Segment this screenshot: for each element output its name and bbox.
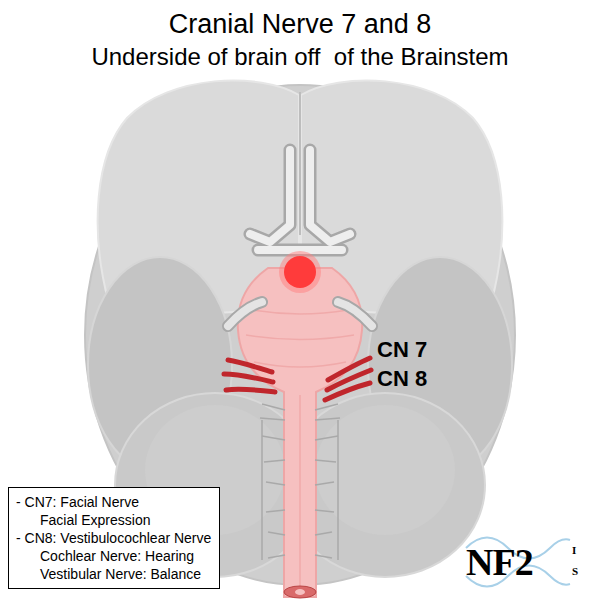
logo-dna: [466, 538, 570, 587]
nerve-label: CN 7: [377, 337, 427, 363]
legend-line: Facial Expression: [16, 511, 151, 529]
cerebellum-shade: [315, 405, 455, 535]
optic-tracts: [250, 150, 350, 250]
spinal-cord-core: [295, 589, 305, 595]
logo-text: NF2: [466, 540, 533, 584]
pons-bands: [246, 310, 354, 595]
nerve-label: CN 8: [377, 366, 427, 392]
cranial-nerve-stubs: [228, 302, 372, 326]
title: Cranial Nerve 7 and 8: [0, 9, 600, 40]
legend-line: - CN7: Facial Nerve: [16, 493, 139, 511]
legend-box: - CN7: Facial NerveFacial Expression- CN…: [8, 487, 220, 589]
cranial-nerve-7-8: [224, 358, 371, 400]
subtitle: Underside of brain off of the Brainstem: [0, 43, 600, 71]
logo-letter: S: [572, 565, 578, 577]
brainstem: [238, 268, 362, 597]
legend-line: - CN8: Vestibulocochlear Nerve: [16, 529, 211, 547]
spinal-cord-section: [284, 586, 316, 598]
lower-nerves: [260, 404, 340, 560]
legend-line: Cochlear Nerve: Hearing: [16, 547, 194, 565]
pituitary: [284, 256, 316, 288]
logo-letter: I: [572, 544, 576, 556]
pituitary-halo: [279, 251, 321, 293]
legend-line: Vestibular Nerve: Balance: [16, 565, 201, 583]
midline-fissure: [299, 92, 301, 235]
